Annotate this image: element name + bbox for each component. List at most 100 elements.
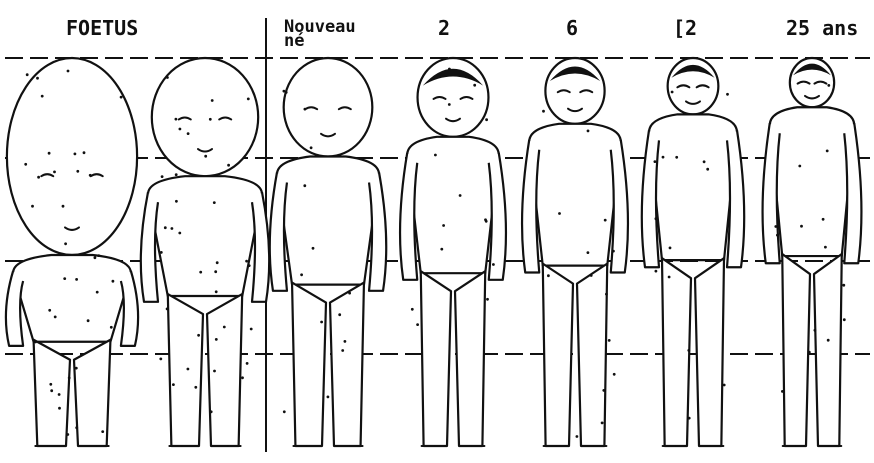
speckle <box>668 276 671 279</box>
speckle <box>327 396 330 399</box>
speckle <box>613 373 616 376</box>
speckle <box>223 326 226 329</box>
speckle <box>774 225 777 228</box>
speckle <box>66 433 69 436</box>
speckle <box>781 390 784 393</box>
speckle <box>172 383 175 386</box>
speckle <box>245 260 248 263</box>
speckle <box>31 205 34 208</box>
speckle <box>58 393 61 396</box>
speckle <box>814 329 817 332</box>
left-leg <box>662 258 691 446</box>
figure-nouveau-ne <box>270 58 386 446</box>
right-leg <box>74 340 110 446</box>
speckle <box>587 251 590 254</box>
speckle <box>608 339 611 342</box>
speckle <box>164 226 167 229</box>
speckle <box>587 130 590 133</box>
speckle <box>63 277 66 280</box>
speckle <box>542 110 545 113</box>
right-leg <box>695 258 724 446</box>
figure-age-25 <box>763 58 862 446</box>
speckle <box>703 160 706 163</box>
speckle <box>62 205 65 208</box>
torso <box>770 107 854 256</box>
speckle <box>166 308 169 311</box>
speckle <box>688 417 691 420</box>
figures-group <box>6 58 862 446</box>
speckle <box>602 389 605 392</box>
head <box>152 58 258 176</box>
speckle <box>601 422 604 425</box>
speckle <box>434 154 437 157</box>
torso <box>649 114 737 260</box>
speckle <box>37 176 40 179</box>
speckle <box>726 93 729 96</box>
left-leg <box>292 283 326 446</box>
label-age-6: 6 <box>566 18 578 38</box>
right-leg <box>207 294 242 446</box>
label-foetus: FOETUS <box>66 18 138 38</box>
figure-foetus <box>6 58 138 446</box>
speckle <box>312 247 315 250</box>
speckle <box>473 84 476 87</box>
right-leg <box>330 283 364 446</box>
speckle <box>75 426 78 429</box>
label-nouveau-ne: Nouveau né <box>284 20 356 48</box>
speckle <box>54 316 57 319</box>
speckle <box>824 246 827 249</box>
figure-infant <box>141 58 269 446</box>
speckle <box>344 340 347 343</box>
figure-age-6 <box>522 58 628 446</box>
speckle <box>304 108 307 111</box>
speckle <box>94 256 97 259</box>
torso <box>529 124 621 266</box>
speckle <box>214 270 217 273</box>
head <box>284 58 373 157</box>
speckle <box>101 430 104 433</box>
speckle <box>49 383 52 386</box>
speckle <box>655 270 658 273</box>
speckle <box>210 410 213 413</box>
speckle <box>285 91 288 94</box>
speckle <box>48 309 51 312</box>
speckle <box>320 321 323 324</box>
speckle <box>24 163 27 166</box>
speckle <box>216 261 219 264</box>
speckle <box>34 341 37 344</box>
speckle <box>605 293 608 296</box>
speckle <box>171 227 174 230</box>
speckle <box>199 271 202 274</box>
speckle <box>448 103 451 106</box>
speckle <box>843 318 846 321</box>
speckle <box>89 174 92 177</box>
speckle <box>590 274 593 277</box>
speckle <box>303 184 306 187</box>
speckle <box>215 338 218 341</box>
speckle <box>75 278 78 281</box>
speckle <box>48 152 51 155</box>
speckle <box>68 377 71 380</box>
speckle <box>120 96 123 99</box>
speckle <box>338 313 341 316</box>
speckle <box>110 326 113 329</box>
speckle <box>687 349 690 352</box>
speckle <box>654 160 657 163</box>
speckle <box>576 435 579 438</box>
speckle <box>211 99 214 102</box>
left-arm <box>400 153 417 280</box>
right-leg <box>814 254 842 446</box>
speckle <box>166 76 169 79</box>
speckle <box>246 362 249 365</box>
speckle <box>283 410 286 413</box>
speckle <box>723 384 726 387</box>
head <box>7 58 137 255</box>
speckle <box>826 150 829 153</box>
speckle <box>671 91 674 94</box>
speckle <box>178 232 181 235</box>
speckle <box>776 234 779 237</box>
speckle <box>808 351 811 354</box>
speckle <box>800 225 803 228</box>
speckle <box>179 128 182 131</box>
speckle <box>67 70 70 73</box>
